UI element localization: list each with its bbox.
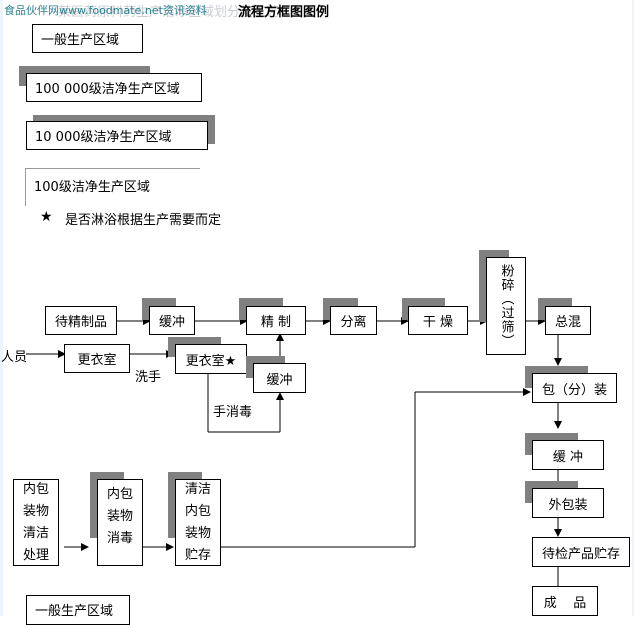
watermark: 食品伙伴网www.foodmate.net资讯资料 — [4, 4, 207, 17]
node-changing-1: 更衣室 — [64, 344, 130, 373]
legend-100000-area: 100 000级洁净生产区域 — [26, 73, 202, 102]
node-label: 清洁 — [22, 525, 49, 541]
node-label: 处理 — [22, 547, 49, 563]
legend-label: 100 000级洁净生产区域 — [35, 82, 180, 97]
node-label: 总混 — [554, 315, 581, 330]
node-label: 贮存 — [184, 547, 211, 563]
node-inner-storage: 清洁 内包 装物 贮存 — [175, 479, 221, 566]
legend-label: 10 000级洁净生产区域 — [35, 130, 172, 145]
legend-label: 一般生产区域 — [35, 604, 114, 619]
node-label: 干 燥 — [422, 315, 454, 330]
node-crush: 粉碎（过筛） — [486, 257, 526, 355]
node-label: 缓 冲 — [552, 449, 584, 465]
node-label: 更衣室★ — [185, 353, 237, 369]
node-buffer-3: 缓 冲 — [532, 440, 604, 470]
node-buffer-1: 缓冲 — [149, 306, 195, 335]
node-label: 更衣室 — [77, 353, 117, 368]
star-icon: ★ — [40, 209, 53, 225]
left-edge — [0, 0, 3, 616]
legend-note: 是否淋浴根据生产需要而定 — [65, 213, 222, 228]
node-inner-clean: 内包 装物 清洁 处理 — [13, 479, 59, 566]
node-label: 内包 — [184, 503, 211, 519]
node-label: 缓冲 — [266, 372, 293, 388]
node-label: 装物 — [106, 509, 133, 524]
faded-title: 某医药原料药生产洁净区域划分及工艺 — [58, 5, 280, 20]
node-mix: 总混 — [545, 306, 591, 335]
node-label: 内包 — [22, 481, 49, 497]
legend-label: 100级洁净生产区域 — [34, 180, 150, 195]
label-wash-hands: 洗手 — [135, 370, 162, 385]
node-pending-storage: 待检产品贮存 — [532, 537, 630, 567]
label-personnel: 人员 — [1, 350, 28, 365]
node-refine: 精 制 — [246, 306, 306, 335]
node-label: 装物 — [184, 525, 211, 541]
node-label: 成 品 — [543, 595, 587, 611]
node-buffer-2: 缓冲 — [253, 363, 306, 393]
legend-general-area: 一般生产区域 — [32, 24, 143, 53]
node-label: 待精制品 — [54, 315, 107, 330]
node-label: 缓冲 — [158, 315, 185, 330]
page-title: 流程方框图图例 — [238, 5, 330, 20]
node-outer-pack: 外包装 — [532, 488, 604, 518]
node-label: 粉碎（过筛） — [498, 264, 514, 348]
node-label: 待检产品贮存 — [541, 546, 620, 562]
node-changing-2: 更衣室★ — [175, 344, 247, 374]
label-hand-disinfect: 手消毒 — [213, 405, 253, 420]
node-inner-disinfect: 内包 装物 消毒 — [97, 479, 143, 566]
node-label: 包（分）装 — [541, 382, 607, 398]
node-product: 成 品 — [532, 586, 598, 616]
node-label: 消毒 — [106, 531, 133, 546]
node-label: 清洁 — [184, 481, 211, 497]
legend-label: 一般生产区域 — [41, 33, 120, 48]
node-label: 装物 — [22, 503, 49, 519]
legend-10000-area: 10 000级洁净生产区域 — [26, 121, 208, 150]
node-label: 分离 — [340, 315, 367, 330]
node-label: 精 制 — [260, 315, 292, 330]
node-separate: 分离 — [330, 306, 377, 335]
node-label: 外包装 — [548, 497, 588, 513]
node-label: 内包 — [106, 487, 133, 502]
node-pack: 包（分）装 — [532, 373, 617, 403]
node-dry: 干 燥 — [408, 306, 468, 335]
right-edge — [632, 0, 634, 616]
node-pending-refine: 待精制品 — [45, 306, 117, 335]
legend-100-area — [25, 168, 200, 206]
footer-general-area: 一般生产区域 — [26, 595, 130, 625]
